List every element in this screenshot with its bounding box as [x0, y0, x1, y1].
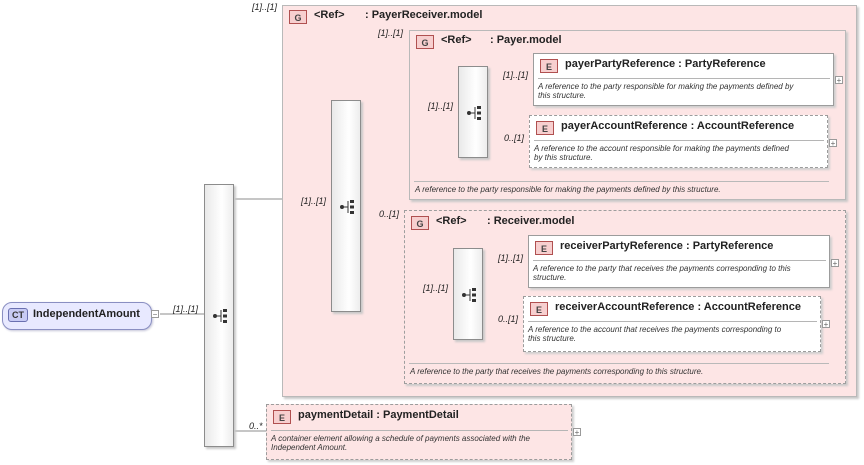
payer-sequence-compositor[interactable]	[458, 66, 488, 158]
cardinality-label: [1]..[1]	[423, 283, 449, 293]
cardinality-label: [1]..[1]	[173, 304, 199, 314]
element-badge: E	[540, 59, 558, 73]
complex-type-name: IndependentAmount	[33, 308, 140, 320]
group-divider	[409, 363, 829, 364]
element-divider	[538, 78, 830, 79]
receiver-sequence-compositor[interactable]	[453, 248, 483, 340]
element-receiver-party-reference[interactable]: E receiverPartyReference : PartyReferenc…	[528, 235, 830, 288]
expand-icon[interactable]: +	[835, 76, 843, 85]
element-documentation: A reference to the account that receives…	[528, 325, 782, 343]
group-name: : PayerReceiver.model	[365, 9, 483, 21]
group-badge: G	[289, 10, 307, 24]
element-divider	[271, 430, 568, 431]
element-divider	[534, 140, 824, 141]
element-documentation: A container element allowing a schedule …	[271, 434, 530, 452]
expand-icon[interactable]: +	[822, 320, 830, 329]
cardinality-label: 0..[1]	[498, 314, 519, 324]
cardinality-label: 0..[1]	[379, 209, 400, 219]
group-badge: G	[416, 35, 434, 49]
group-divider	[414, 181, 829, 182]
ref-label: <Ref>	[314, 9, 345, 21]
element-payment-detail[interactable]: E paymentDetail : PaymentDetail A contai…	[266, 404, 572, 460]
cardinality-label: [1]..[1]	[498, 253, 524, 263]
expand-icon[interactable]: +	[829, 139, 837, 148]
payer-receiver-sequence-compositor[interactable]	[331, 100, 361, 312]
main-sequence-compositor[interactable]	[204, 184, 234, 447]
group-documentation: A reference to the party that receives t…	[410, 367, 704, 376]
cardinality-label: 0..*	[249, 421, 263, 431]
group-name: : Payer.model	[490, 34, 562, 46]
element-badge: E	[273, 410, 291, 424]
element-badge: E	[536, 121, 554, 135]
element-name: payerAccountReference : AccountReference	[561, 120, 795, 132]
cardinality-label: [1]..[1]	[503, 70, 529, 80]
element-badge: E	[535, 241, 553, 255]
element-documentation: A reference to the account responsible f…	[534, 144, 789, 162]
element-name: paymentDetail : PaymentDetail	[298, 409, 459, 421]
sequence-icon	[213, 309, 227, 323]
group-documentation: A reference to the party responsible for…	[415, 185, 721, 194]
expand-icon[interactable]: +	[573, 428, 581, 437]
ref-label: <Ref>	[441, 34, 472, 46]
sequence-icon	[462, 288, 476, 302]
ref-label: <Ref>	[436, 215, 467, 227]
element-documentation: A reference to the party that receives t…	[533, 264, 791, 282]
element-receiver-account-reference[interactable]: E receiverAccountReference : AccountRefe…	[523, 296, 821, 352]
element-payer-account-reference[interactable]: E payerAccountReference : AccountReferen…	[529, 115, 828, 168]
element-divider	[528, 321, 817, 322]
cardinality-label: [1]..[1]	[378, 28, 404, 38]
element-name: payerPartyReference : PartyReference	[565, 58, 766, 70]
element-name: receiverAccountReference : AccountRefere…	[555, 301, 801, 313]
sequence-icon	[467, 106, 481, 120]
cardinality-label: [1]..[1]	[428, 101, 454, 111]
element-badge: E	[530, 302, 548, 316]
cardinality-label: [1]..[1]	[252, 2, 278, 12]
expand-icon[interactable]: +	[831, 259, 839, 268]
element-name: receiverPartyReference : PartyReference	[560, 240, 774, 252]
element-payer-party-reference[interactable]: E payerPartyReference : PartyReference A…	[533, 53, 834, 106]
complex-type-badge: CT	[8, 308, 28, 322]
collapse-toggle-icon[interactable]: −	[151, 310, 159, 319]
cardinality-label: [1]..[1]	[301, 196, 327, 206]
complex-type-independent-amount[interactable]: CT IndependentAmount	[2, 302, 152, 330]
cardinality-label: 0..[1]	[504, 133, 525, 143]
group-badge: G	[411, 216, 429, 230]
sequence-icon	[340, 200, 354, 214]
group-name: : Receiver.model	[487, 215, 575, 227]
element-documentation: A reference to the party responsible for…	[538, 82, 794, 100]
element-divider	[533, 260, 826, 261]
